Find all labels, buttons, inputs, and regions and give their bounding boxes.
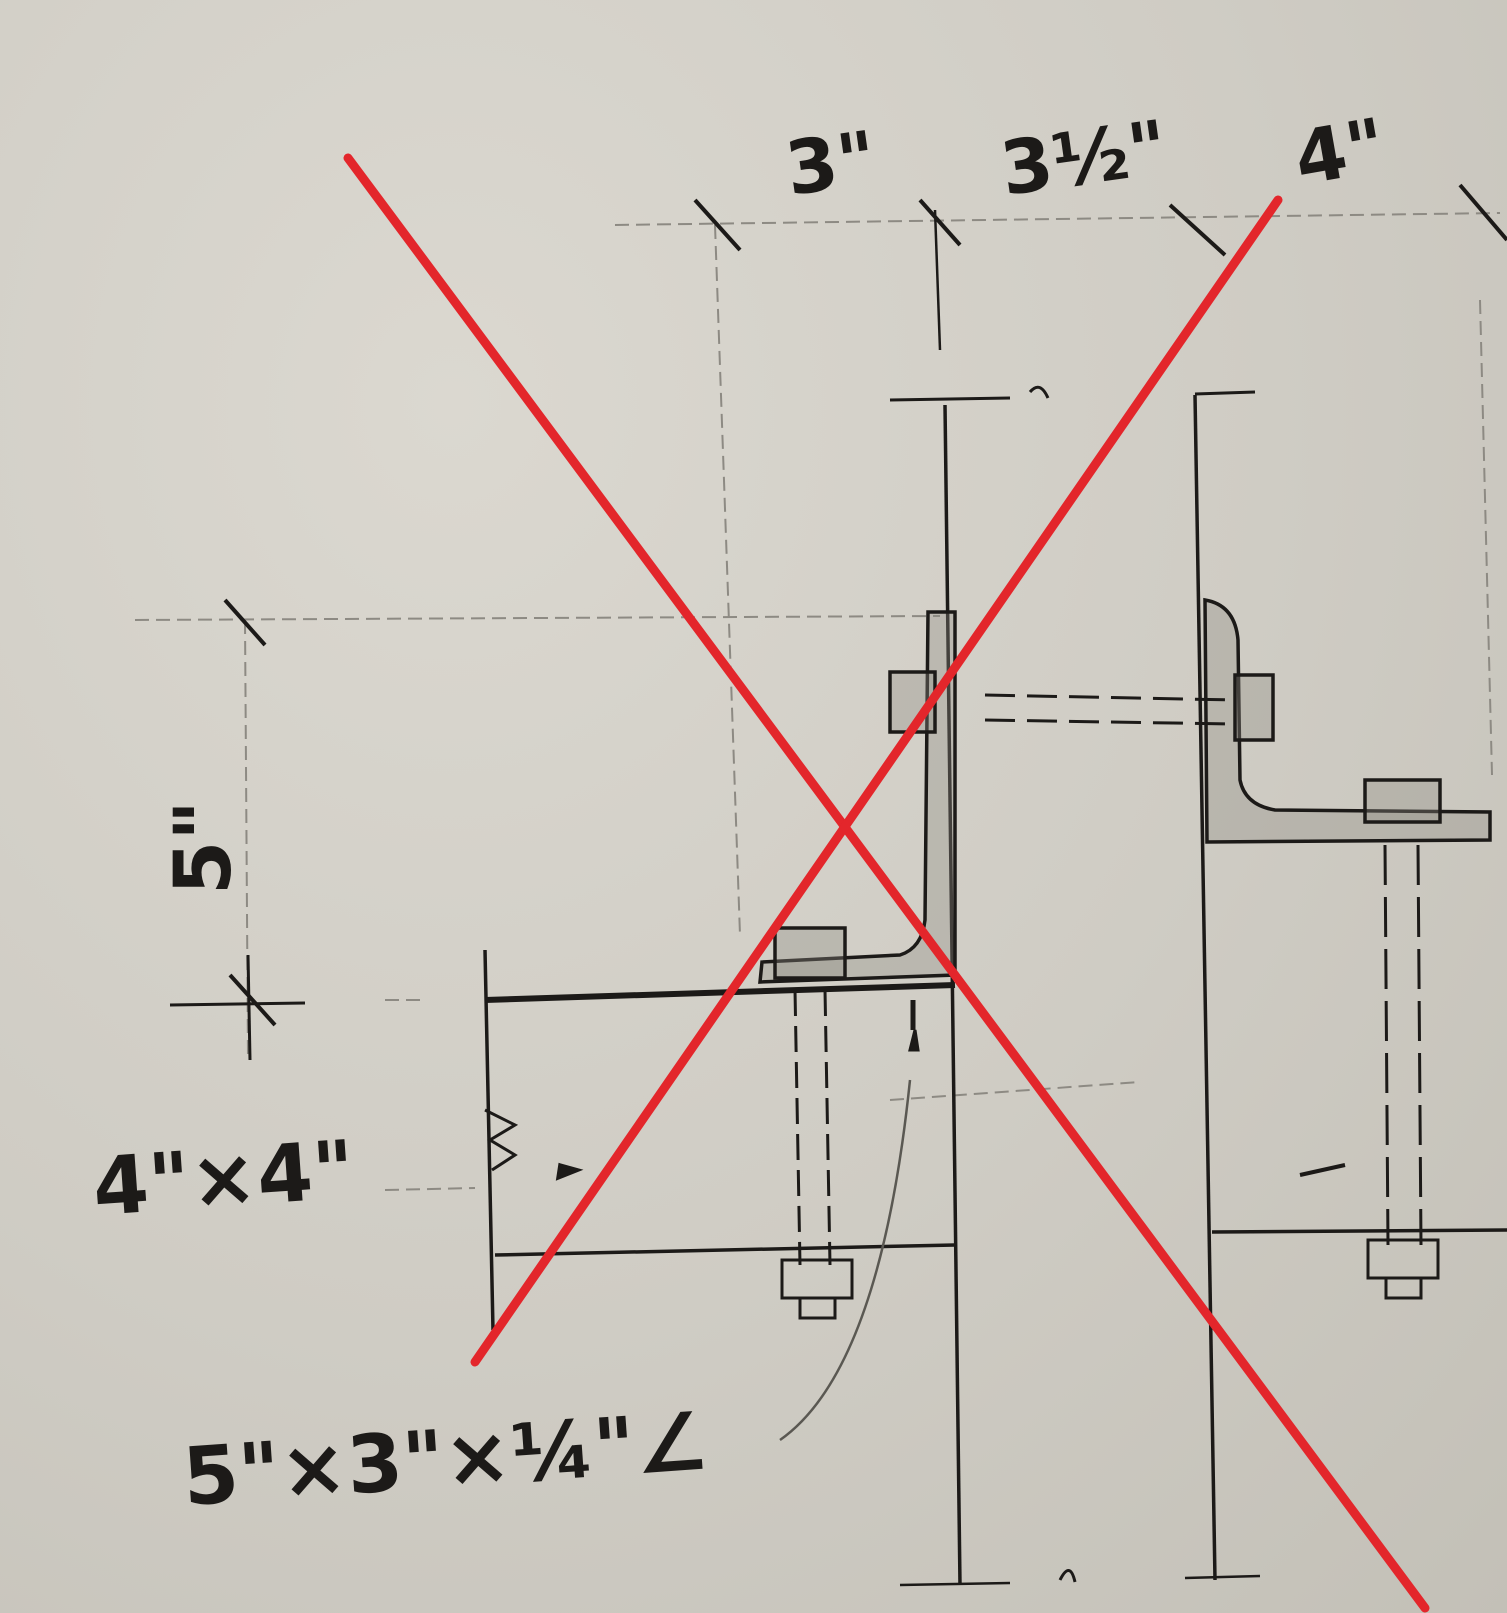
angle-left [758, 610, 957, 984]
dimension-4in: 4" [1288, 102, 1392, 202]
dimension-3-5in: 3½" [996, 104, 1173, 212]
angle-leader-line [779, 1079, 912, 1442]
bolts-left [780, 989, 920, 1320]
post-4x4 [483, 949, 956, 1331]
label-angle-size: 5"×3"×¼"∠ [180, 1395, 710, 1524]
bolts-right [984, 693, 1507, 1300]
construction-lines [134, 212, 1501, 1191]
label-post-size: 4"×4" [90, 1123, 358, 1234]
angle-right [1203, 597, 1492, 844]
dimension-ticks [169, 183, 1507, 1583]
dimension-5in: 5" [159, 800, 249, 895]
dimension-3in: 3" [781, 115, 882, 213]
vertical-members [889, 209, 1261, 1587]
cross-out-mark [343, 153, 1430, 1613]
